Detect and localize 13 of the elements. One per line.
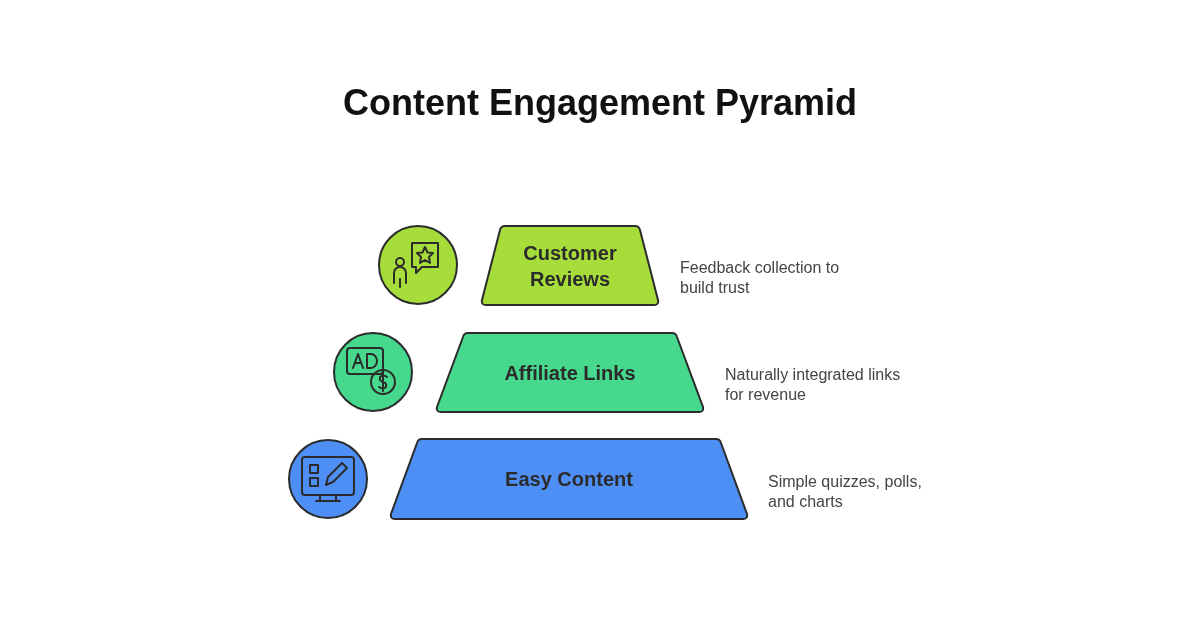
description-text: Simple quizzes, polls, and charts [768,472,923,512]
tier-label: Affiliate Links [503,360,637,386]
icon-circle [378,225,458,305]
title: Content Engagement Pyramid [341,82,859,124]
icon-circle [288,439,368,519]
tier-label: Customer Reviews [522,240,618,292]
tier-label: Easy Content [504,467,634,492]
pyramid-tier [481,225,659,306]
description-text: Naturally integrated links for revenue [725,365,902,405]
pyramid-tier [390,438,748,520]
description-text: Feedback collection to build trust [680,258,841,298]
icon-circle [333,332,413,412]
pyramid-tier [436,332,704,413]
